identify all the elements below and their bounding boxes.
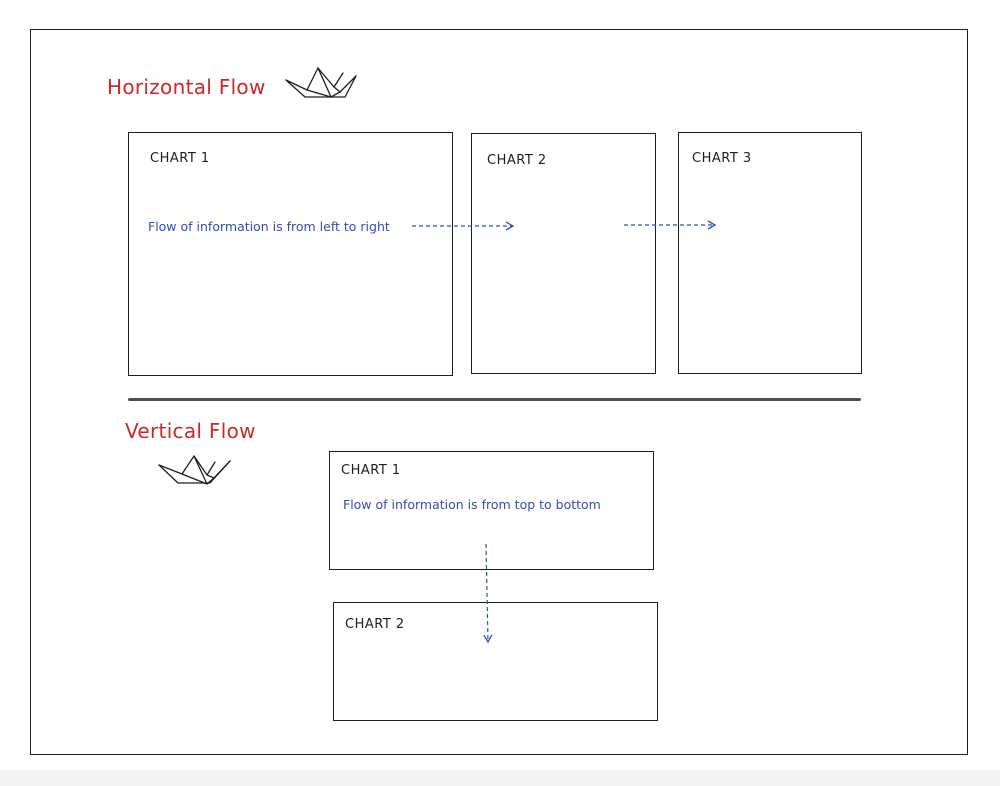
canvas: Horizontal Flow CHART 1 CHART 2 CHART 3 …	[0, 0, 1000, 770]
horizontal-chart-1-box[interactable]	[128, 132, 453, 376]
horizontal-flow-title: Horizontal Flow	[107, 75, 266, 99]
vertical-flow-title: Vertical Flow	[125, 419, 256, 443]
horizontal-chart-2-box[interactable]	[471, 133, 656, 374]
horizontal-flow-note: Flow of information is from left to righ…	[148, 219, 390, 234]
horizontal-chart-1-label: CHART 1	[150, 151, 210, 166]
horizontal-chart-3-box[interactable]	[678, 132, 862, 374]
vertical-chart-1-label: CHART 1	[341, 463, 401, 478]
section-divider	[128, 398, 861, 401]
vertical-chart-2-label: CHART 2	[345, 617, 405, 632]
horizontal-chart-2-label: CHART 2	[487, 153, 547, 168]
vertical-flow-note: Flow of information is from top to botto…	[343, 497, 601, 512]
vertical-chart-2-box[interactable]	[333, 602, 658, 721]
horizontal-chart-3-label: CHART 3	[692, 151, 752, 166]
outer-frame	[30, 29, 968, 755]
vertical-chart-1-box[interactable]	[329, 451, 654, 570]
